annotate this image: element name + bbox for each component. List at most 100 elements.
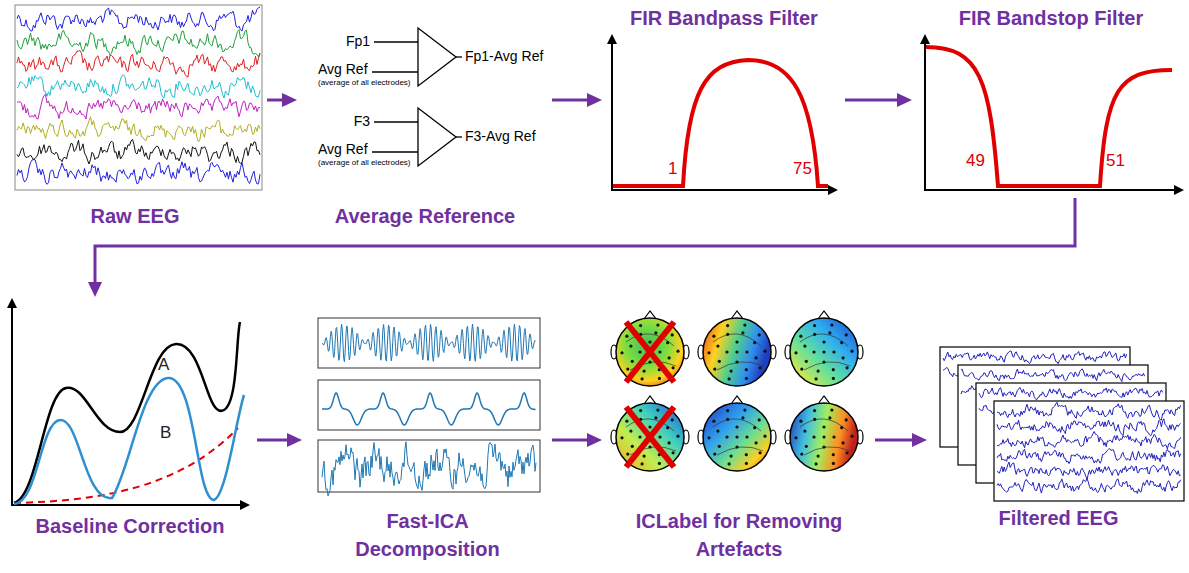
frequency-label: 51 xyxy=(1106,152,1125,171)
electrode-dot xyxy=(625,420,628,423)
electrode-label: Fp1 xyxy=(346,34,370,49)
electrode-dot xyxy=(755,356,758,359)
illustration-part xyxy=(418,108,456,166)
frequency-label: 49 xyxy=(966,152,985,171)
baseline-plot xyxy=(7,298,250,510)
electrode-dot xyxy=(817,455,820,458)
arrow-head xyxy=(912,433,927,447)
signal-trace xyxy=(17,159,260,184)
electrode-dot xyxy=(668,356,671,359)
electrode-dot xyxy=(725,350,728,353)
eeg-traces xyxy=(17,7,260,184)
electrode-dot xyxy=(641,462,644,465)
illustration-part xyxy=(7,298,17,308)
electrode-dot xyxy=(759,366,762,369)
electrode-dot xyxy=(629,430,632,433)
electrode-dot xyxy=(672,451,675,454)
electrode-dot xyxy=(726,324,729,327)
electrode-dot xyxy=(648,360,651,363)
electrode-dot xyxy=(735,350,738,353)
electrode-dot xyxy=(725,435,728,438)
electrode-dot xyxy=(745,453,748,456)
flow-arrow xyxy=(875,433,927,447)
electrode-dot xyxy=(832,368,835,371)
electrode-dot xyxy=(712,420,715,423)
electrode-dot xyxy=(641,377,644,380)
electrode-dot xyxy=(822,350,825,353)
electrode-dot xyxy=(735,340,738,343)
signal-trace xyxy=(997,432,1181,449)
electrode-dot xyxy=(817,370,820,373)
arrow-head xyxy=(897,93,912,107)
frequency-label: 1 xyxy=(668,160,677,179)
contour-line xyxy=(713,334,763,370)
electrode-dot xyxy=(830,324,833,327)
arrow-head xyxy=(88,282,102,297)
signal-trace xyxy=(997,479,1181,494)
electrode-dot xyxy=(638,435,641,438)
illustration-part xyxy=(612,42,832,190)
reject-cross xyxy=(626,407,674,467)
signal-trace xyxy=(17,7,260,31)
ica-component-1 xyxy=(322,324,536,362)
electrode-dot xyxy=(626,368,629,371)
illustration-part xyxy=(14,378,244,504)
signal-trace xyxy=(17,94,260,119)
connector-line xyxy=(845,99,900,102)
stage-title: FIR Bandpass Filter xyxy=(608,4,840,32)
electrode-dot xyxy=(799,420,802,423)
electrode-dot xyxy=(822,435,825,438)
flow-arrow xyxy=(552,433,602,447)
electrode-dot xyxy=(726,333,729,336)
ica-component-2 xyxy=(322,393,536,425)
illustration-part xyxy=(607,34,617,44)
electrode-dot xyxy=(813,418,816,421)
scalp-map xyxy=(703,318,771,386)
electrode-dot xyxy=(656,409,659,412)
electrode-dot xyxy=(668,441,671,444)
electrode-dot xyxy=(822,360,825,363)
electrode-dot xyxy=(718,445,721,448)
electrode-dot xyxy=(741,331,744,334)
electrode-dot xyxy=(822,340,825,343)
filtered-eeg-panels xyxy=(940,347,1184,501)
electrode-dot xyxy=(840,426,843,429)
signal-trace xyxy=(997,462,1181,479)
electrode-dot xyxy=(713,368,716,371)
electrode-dot xyxy=(639,409,642,412)
scalp-map xyxy=(616,403,684,471)
signal-trace xyxy=(961,369,1145,382)
electrode-dot xyxy=(626,453,629,456)
electrode-dot xyxy=(832,377,835,380)
electrode-dot xyxy=(672,366,675,369)
electrode-dot xyxy=(794,351,797,354)
electrode-dot xyxy=(666,426,669,429)
flow-arrow xyxy=(552,93,602,107)
electrode-dot xyxy=(822,445,825,448)
electrode-dot xyxy=(753,426,756,429)
signal-trace xyxy=(979,387,1163,400)
signal-trace xyxy=(17,30,260,57)
electrode-dot xyxy=(658,435,661,438)
signal-trace xyxy=(943,351,1127,364)
illustration-part xyxy=(456,136,462,137)
electrode-dot xyxy=(631,445,634,448)
connector-line xyxy=(875,439,915,442)
illustration-part xyxy=(374,121,418,122)
electrode-dot xyxy=(656,324,659,327)
electrode-dot xyxy=(671,333,674,336)
electrode-dot xyxy=(753,341,756,344)
electrode-dot xyxy=(745,462,748,465)
electrode-dot xyxy=(743,324,746,327)
electrode-dot xyxy=(805,445,808,448)
electrode-dot xyxy=(832,453,835,456)
illustration-part xyxy=(920,34,930,44)
electrode-dot xyxy=(813,409,816,412)
electrode-dot xyxy=(730,455,733,458)
electrode-dot xyxy=(812,435,815,438)
electrode-dot xyxy=(666,341,669,344)
electrode-dot xyxy=(830,409,833,412)
electrode-dot xyxy=(658,377,661,380)
electrode-dot xyxy=(815,462,818,465)
